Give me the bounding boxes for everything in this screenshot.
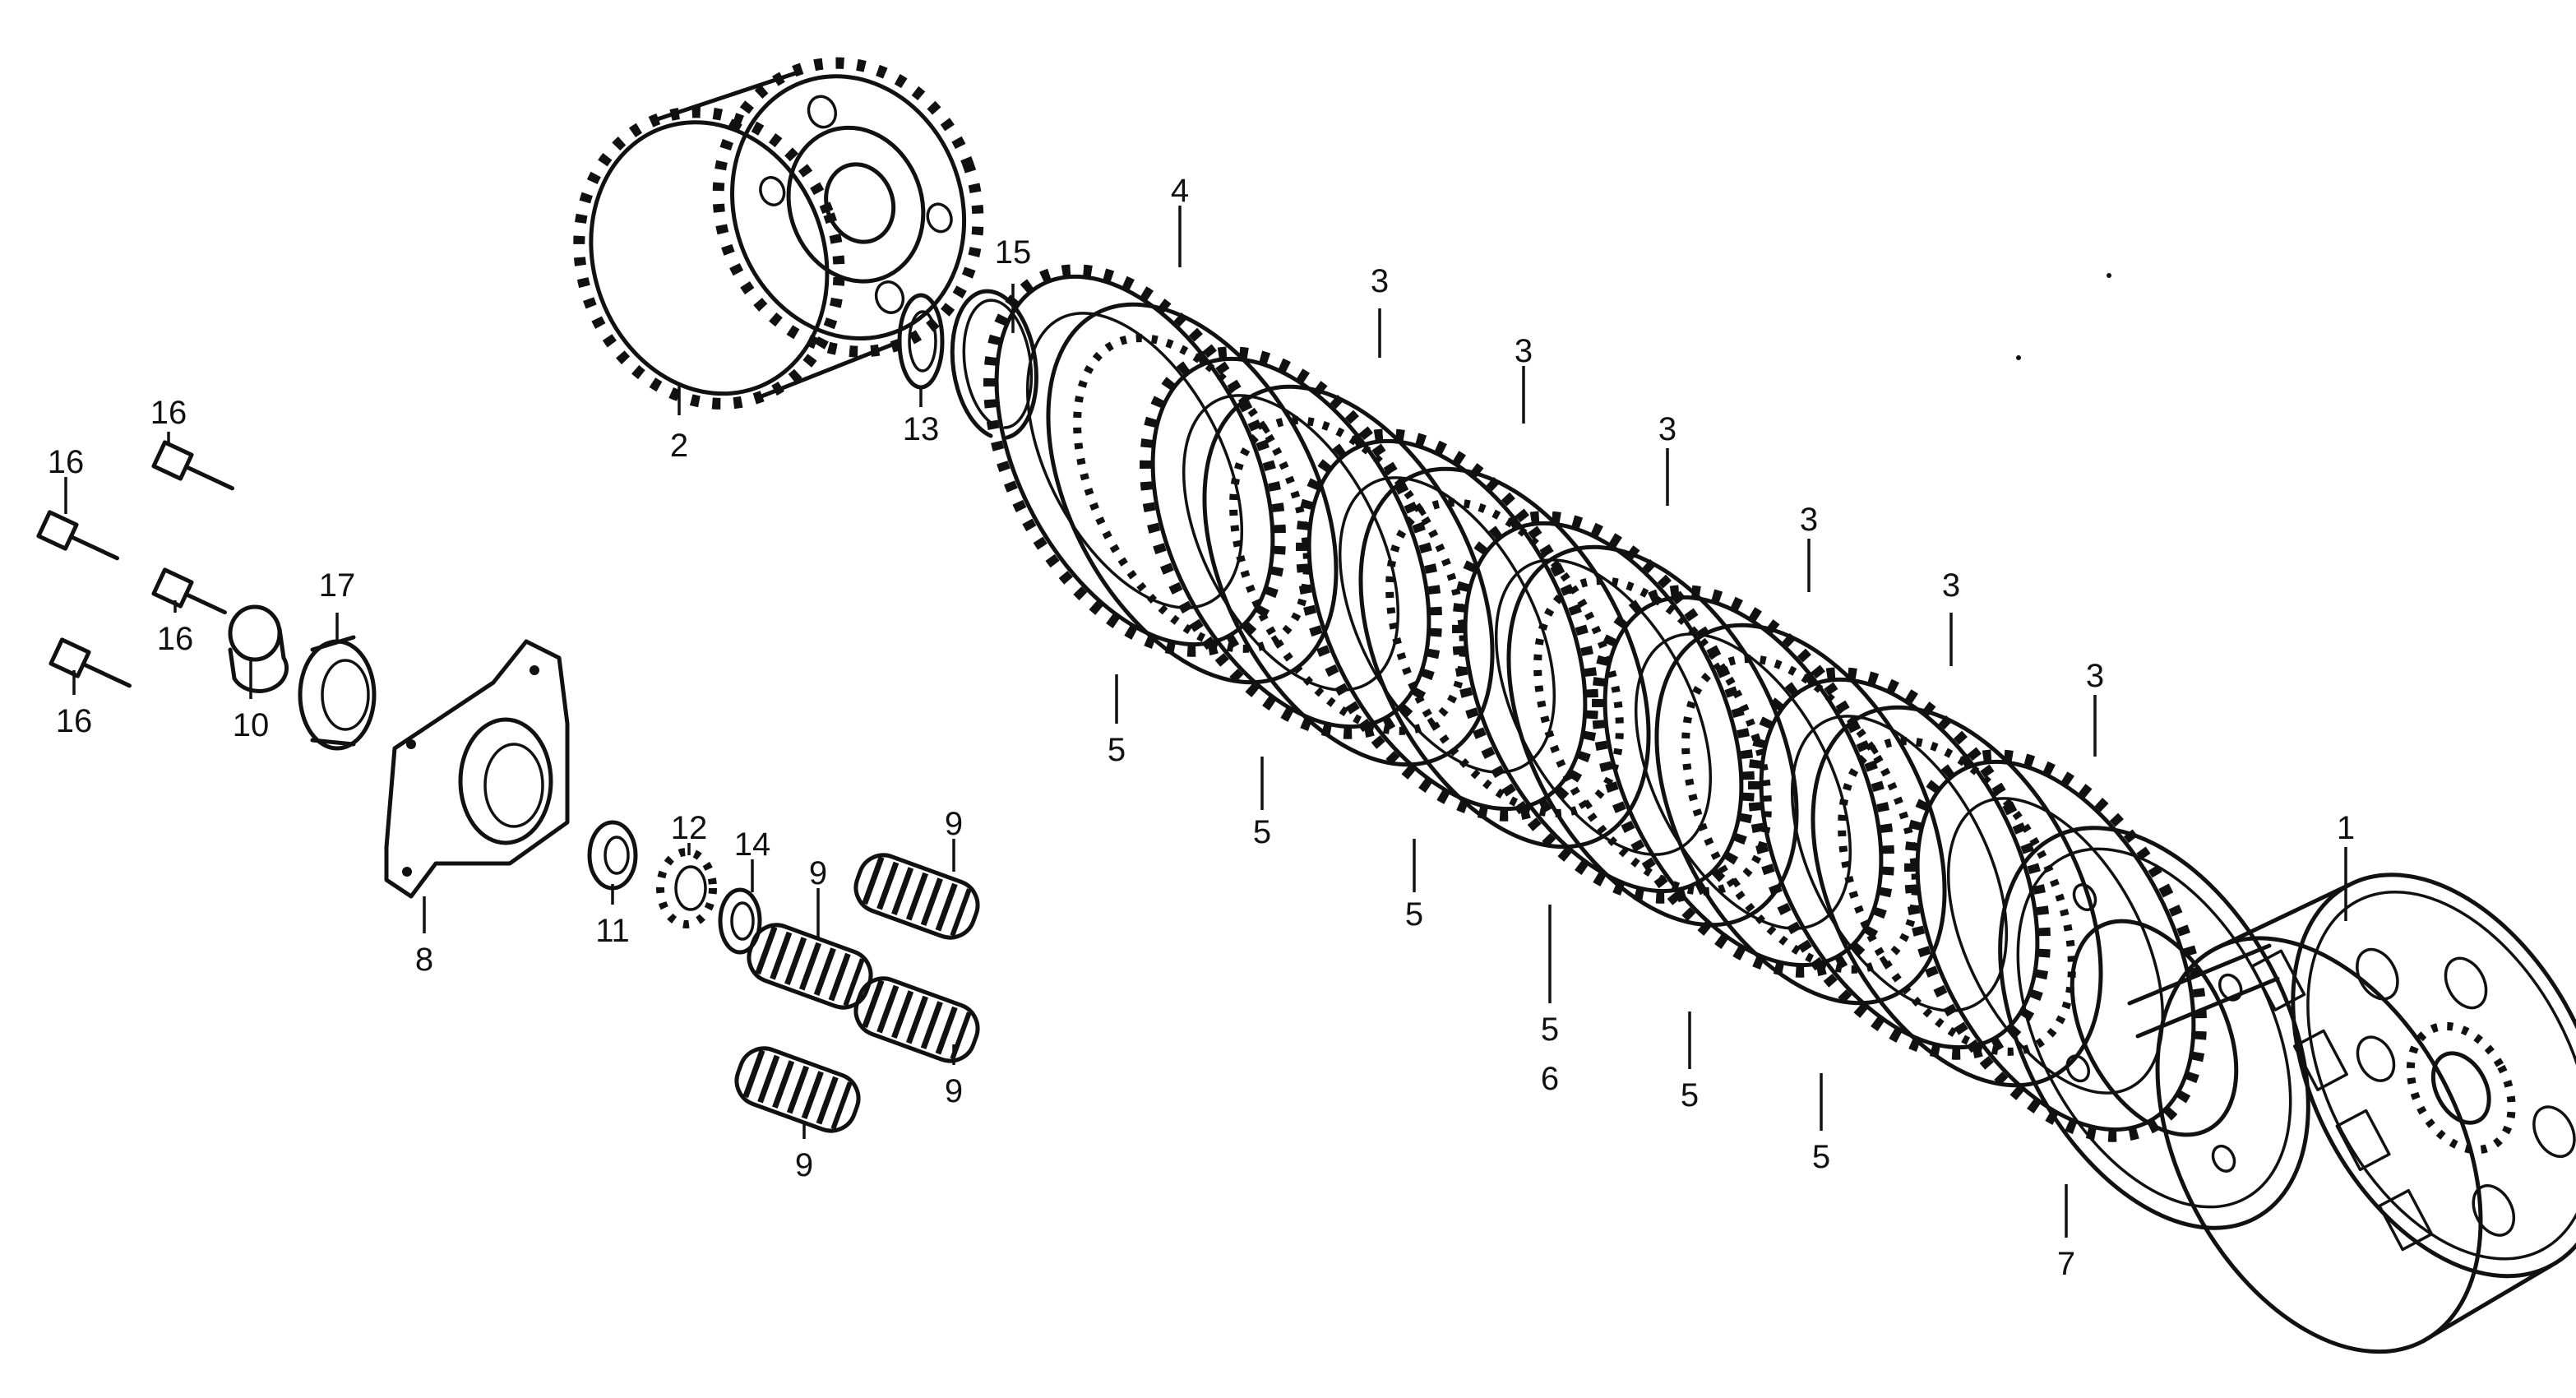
callout-6: 6: [1541, 1061, 1559, 1097]
callout-7: 7: [2057, 1246, 2075, 1282]
callout-12: 12: [671, 810, 708, 846]
clutch-center-drawing: [573, 57, 984, 410]
callout-3e: 3: [1942, 567, 1960, 604]
callout-11: 11: [595, 913, 630, 949]
callout-15: 15: [995, 234, 1032, 271]
callout-9c: 9: [945, 1073, 963, 1109]
callout-3d: 3: [1800, 502, 1818, 538]
callout-5d: 5: [1541, 1011, 1559, 1048]
callout-16a: 16: [150, 395, 187, 431]
ball-bearing-drawing: [298, 635, 377, 751]
callout-4: 4: [1171, 173, 1189, 209]
callout-5c: 5: [1405, 896, 1423, 933]
callout-14: 14: [734, 826, 771, 863]
callout-17: 17: [319, 567, 356, 604]
lock-washer-drawing: [587, 820, 638, 891]
callout-5a: 5: [1108, 732, 1126, 768]
callout-5b: 5: [1253, 814, 1271, 850]
clutch-plate-6: [1506, 544, 1799, 928]
clutch-plate-5e: [1811, 705, 2103, 1088]
disk-stack-drawing: [983, 264, 2207, 1142]
callout-5f: 5: [1812, 1139, 1830, 1175]
friction-disk-3f: [1904, 749, 2207, 1142]
callout-16c: 16: [157, 621, 194, 657]
callout-16d: 16: [56, 703, 93, 739]
callout-labels: 2 13 15 4 3 3 3 3 3 3 5 5 5 5 6 5 5 7 1 …: [48, 173, 2355, 1282]
lifter-plate-drawing: [384, 639, 570, 899]
print-specks: [2016, 273, 2111, 360]
callout-9d: 9: [795, 1147, 813, 1183]
plain-washer-drawing: [718, 887, 762, 955]
clutch-plate-5d: [1654, 623, 1947, 1006]
callout-3a: 3: [1371, 263, 1389, 299]
clutch-spring-drawings: [734, 853, 980, 1133]
splined-washer-drawing: [897, 293, 945, 390]
flange-bolt-drawings: [36, 440, 235, 688]
lifter-piece-drawing: [228, 604, 289, 693]
friction-disk-3b: [1296, 428, 1598, 822]
callout-5e: 5: [1681, 1077, 1699, 1113]
callout-8: 8: [415, 942, 433, 978]
callout-16b: 16: [48, 444, 85, 480]
friction-disk-3a: [1140, 346, 1442, 739]
friction-disk-3e: [1748, 667, 2051, 1060]
callout-2: 2: [670, 428, 688, 464]
lock-nut-drawing: [656, 848, 717, 928]
callout-9b: 9: [945, 806, 963, 842]
callout-1: 1: [2337, 810, 2355, 846]
callout-9a: 9: [809, 855, 827, 891]
leader-lines: [64, 206, 2347, 1238]
callout-3b: 3: [1515, 333, 1533, 369]
callout-3f: 3: [2086, 658, 2104, 694]
callout-13: 13: [903, 411, 940, 447]
callout-3c: 3: [1658, 411, 1676, 447]
callout-10: 10: [233, 707, 270, 743]
